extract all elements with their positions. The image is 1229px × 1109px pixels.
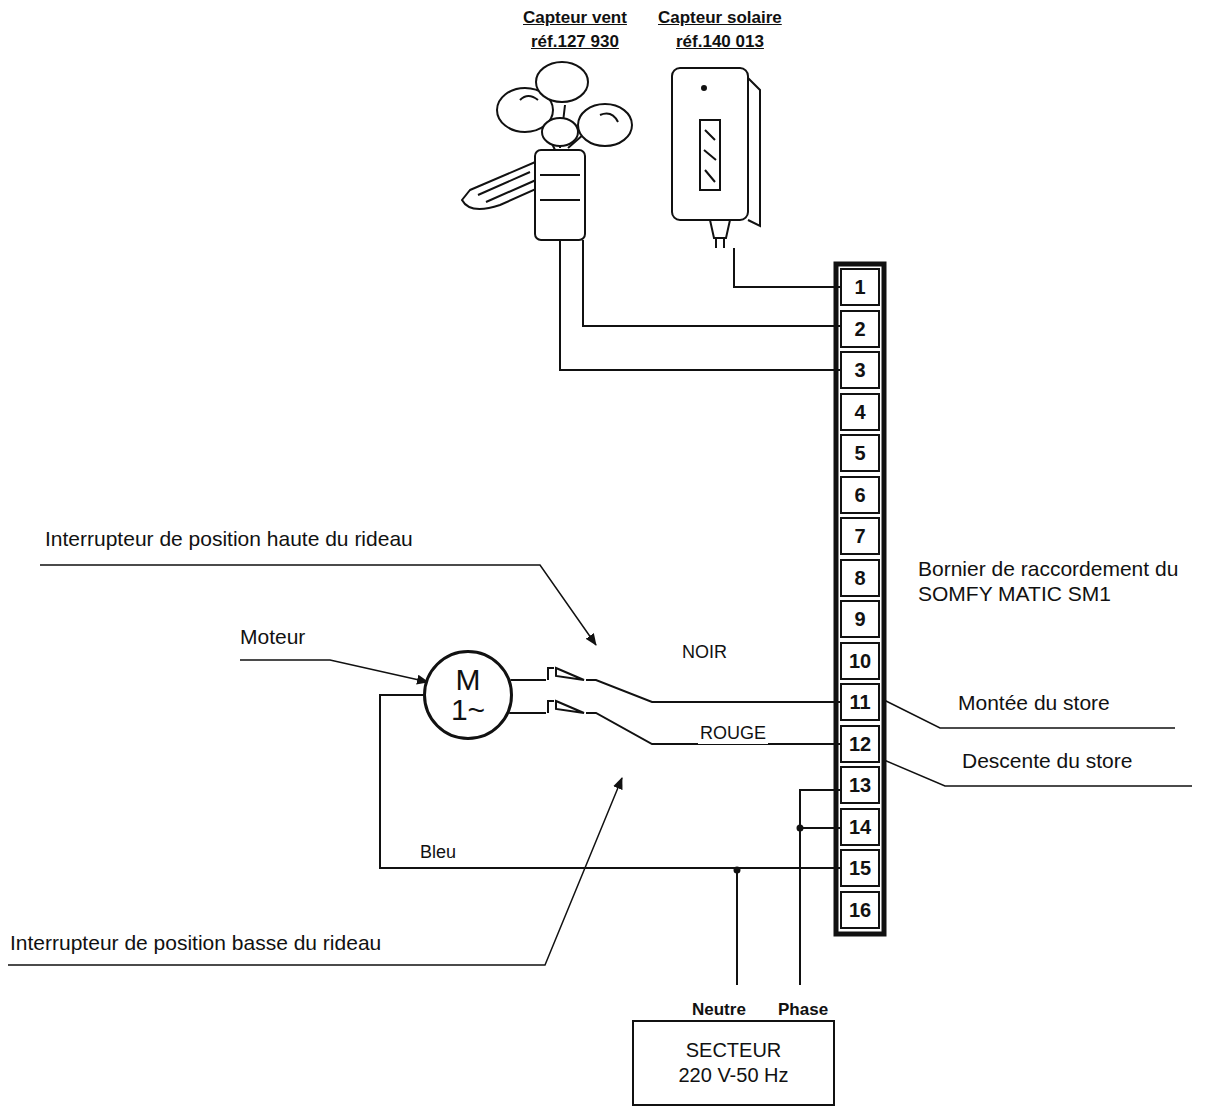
terminal-cell: 8 bbox=[840, 559, 880, 597]
wire-color-label: NOIR bbox=[680, 642, 729, 663]
terminal-cell: 11 bbox=[840, 683, 880, 721]
terminal-cell: 7 bbox=[840, 517, 880, 555]
wire-color-label: Bleu bbox=[418, 842, 458, 863]
node-text: 8 bbox=[854, 567, 865, 590]
node-text: 12 bbox=[849, 733, 871, 756]
node-text: 9 bbox=[854, 608, 865, 631]
node-text: 1 bbox=[854, 276, 865, 299]
annotation-label: Descente du store bbox=[962, 748, 1132, 773]
motor-circle: M1~ bbox=[423, 650, 513, 740]
terminal-cell: 1 bbox=[840, 268, 880, 306]
terminal-cell: 2 bbox=[840, 310, 880, 348]
terminal-cell: 6 bbox=[840, 476, 880, 514]
node-text: 3 bbox=[854, 359, 865, 382]
terminal-cell: 10 bbox=[840, 642, 880, 680]
mains-box: SECTEUR 220 V-50 Hz bbox=[632, 1020, 835, 1106]
annotation-label: Bornier de raccordement du SOMFY MATIC S… bbox=[918, 556, 1228, 606]
node-text: 14 bbox=[849, 816, 871, 839]
annotation-label: Capteur solaire bbox=[658, 8, 782, 28]
terminal-cell: 5 bbox=[840, 434, 880, 472]
node-text: 13 bbox=[849, 774, 871, 797]
annotation-label: Interrupteur de position basse du rideau bbox=[10, 930, 381, 955]
upper-limit-switch bbox=[546, 668, 586, 688]
node-text: 15 bbox=[849, 857, 871, 880]
node-text: 4 bbox=[854, 401, 865, 424]
node-text: M bbox=[456, 665, 481, 695]
node-text: 10 bbox=[849, 650, 871, 673]
wire-color-label: ROUGE bbox=[698, 723, 768, 744]
solar-sensor bbox=[672, 68, 760, 248]
node-text: SECTEUR 220 V-50 Hz bbox=[671, 1038, 796, 1088]
annotation-label: Montée du store bbox=[958, 690, 1110, 715]
lower-limit-switch bbox=[546, 701, 586, 721]
node-subtext: 1~ bbox=[451, 695, 485, 725]
node-text: 7 bbox=[854, 525, 865, 548]
annotation-label: Phase bbox=[778, 1000, 828, 1020]
node-text: 2 bbox=[854, 318, 865, 341]
annotation-label: Interrupteur de position haute du rideau bbox=[45, 526, 413, 551]
wind-sensor bbox=[462, 62, 632, 240]
annotation-label: réf.140 013 bbox=[676, 32, 764, 52]
terminal-cell: 12 bbox=[840, 725, 880, 763]
terminal-cell: 3 bbox=[840, 351, 880, 389]
terminal-cell: 13 bbox=[840, 766, 880, 804]
annotation-label: Capteur vent bbox=[523, 8, 627, 28]
terminal-cell: 16 bbox=[840, 891, 880, 929]
terminal-cell: 9 bbox=[840, 600, 880, 638]
terminal-cell: 14 bbox=[840, 808, 880, 846]
node-text: 11 bbox=[849, 691, 870, 714]
terminal-cell: 4 bbox=[840, 393, 880, 431]
terminal-block-frame bbox=[836, 264, 884, 934]
node-text: 16 bbox=[849, 899, 871, 922]
annotation-label: Neutre bbox=[692, 1000, 746, 1020]
annotation-label: Moteur bbox=[240, 624, 305, 649]
terminal-cell: 15 bbox=[840, 849, 880, 887]
node-text: 6 bbox=[854, 484, 865, 507]
node-text: 5 bbox=[854, 442, 865, 465]
annotation-label: réf.127 930 bbox=[531, 32, 619, 52]
